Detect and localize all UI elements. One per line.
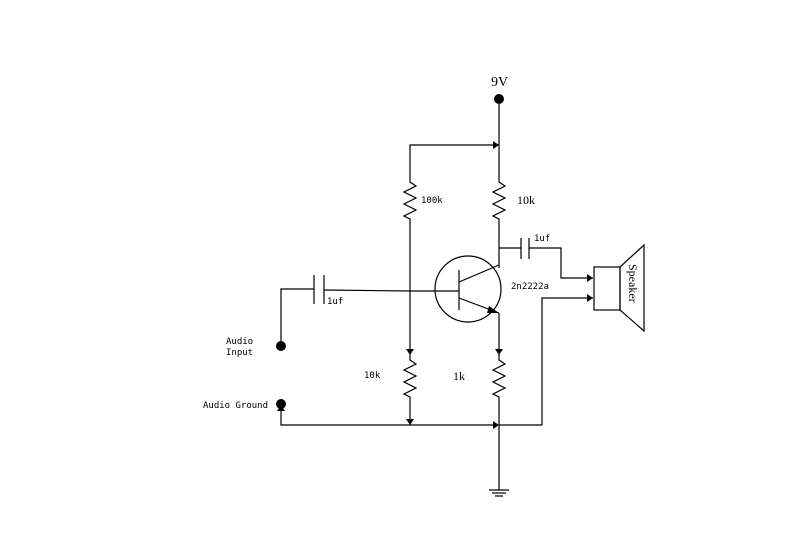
supply-label: 9V bbox=[491, 75, 508, 90]
capacitor-input-label: 1uf bbox=[327, 297, 343, 307]
speaker-symbol: Speaker bbox=[587, 243, 645, 333]
audio-ground-label: Audio Ground bbox=[203, 401, 268, 411]
ground-rail bbox=[277, 297, 593, 429]
audio-input-terminal: Audio Input bbox=[226, 337, 286, 358]
ground-symbol bbox=[489, 489, 509, 497]
capacitor-output: 1uf bbox=[499, 234, 593, 279]
resistor-10k-bias: 10k bbox=[364, 291, 418, 425]
resistor-10k-bias-label: 10k bbox=[364, 371, 381, 381]
transistor-2n2222a: 2n2222a bbox=[410, 255, 549, 323]
speaker-label: Speaker bbox=[626, 264, 640, 303]
resistor-100k-label: 100k bbox=[421, 196, 443, 206]
top-rail bbox=[409, 141, 499, 180]
resistor-1k-label: 1k bbox=[453, 369, 465, 383]
audio-input-label-line1: Audio bbox=[226, 337, 253, 347]
resistor-100k: 100k bbox=[402, 180, 443, 292]
resistor-10k-collector: 10k bbox=[491, 180, 535, 268]
transistor-label: 2n2222a bbox=[511, 282, 549, 292]
supply-9v: 9V bbox=[491, 75, 508, 180]
capacitor-input: 1uf bbox=[280, 275, 411, 345]
capacitor-output-label: 1uf bbox=[534, 234, 550, 244]
audio-input-label-line2: Input bbox=[226, 348, 253, 358]
audio-ground-terminal: Audio Ground bbox=[203, 399, 286, 411]
resistor-1k-emitter: 1k bbox=[453, 313, 507, 490]
resistor-10k-collector-label: 10k bbox=[517, 193, 535, 207]
